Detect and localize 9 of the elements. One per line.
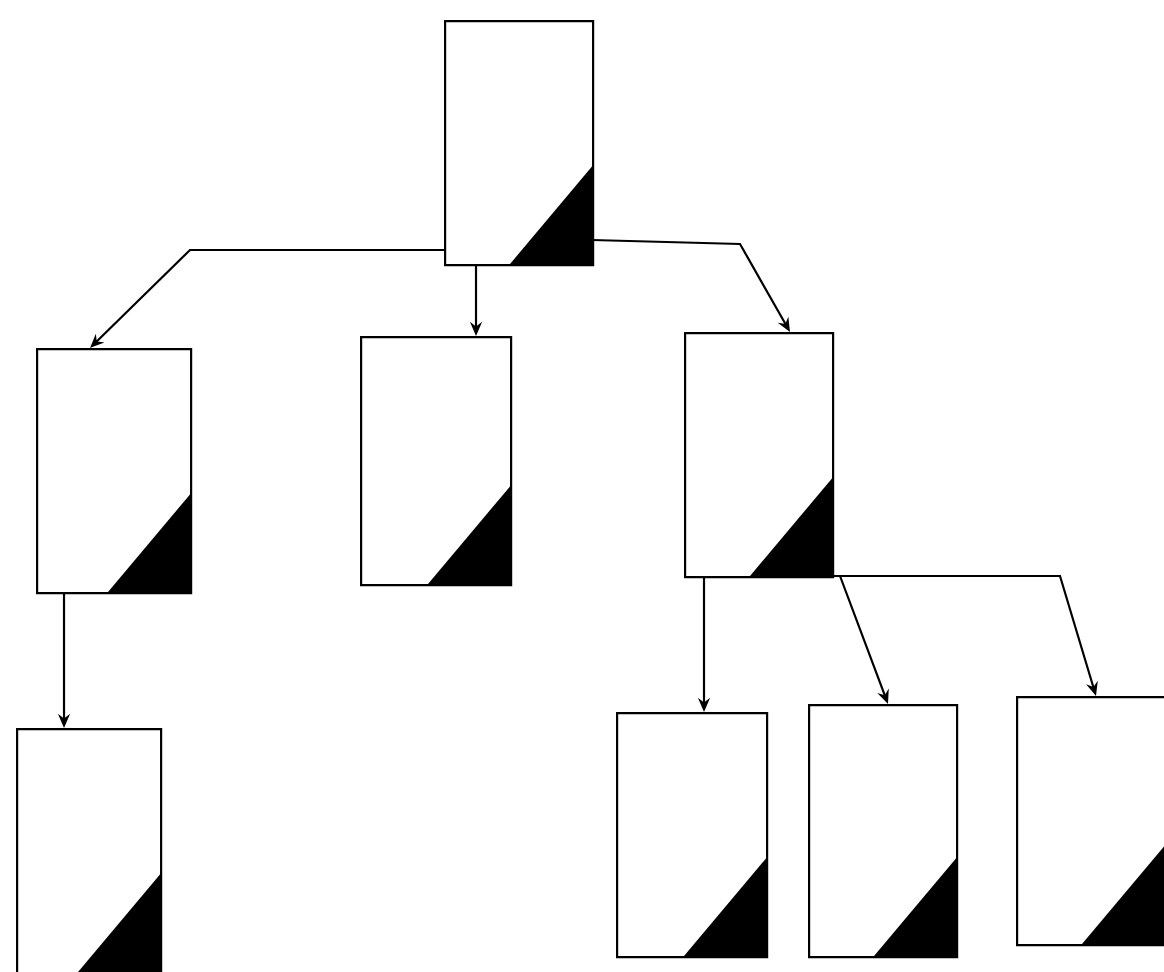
document-box	[808, 704, 959, 959]
document-box	[684, 332, 835, 579]
document-box	[616, 712, 769, 959]
document-box	[1016, 696, 1164, 947]
arrow	[90, 248, 444, 348]
document-box	[16, 728, 163, 972]
document-box	[444, 20, 595, 267]
document-box	[360, 336, 513, 587]
document-box	[36, 348, 193, 595]
